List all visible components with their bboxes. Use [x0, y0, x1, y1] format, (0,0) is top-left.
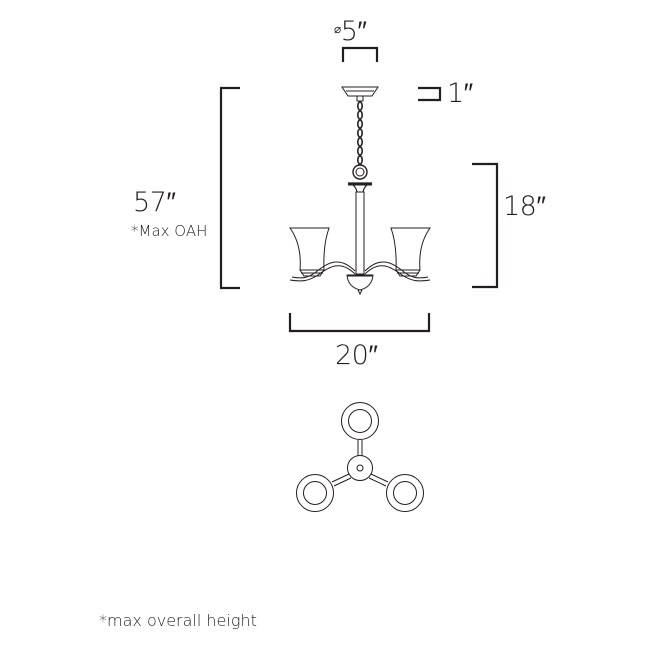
left-shade [289, 227, 330, 271]
canopy-height-bracket [418, 86, 442, 102]
width-bracket [288, 313, 431, 333]
body-height-label: 18″ [503, 191, 546, 222]
overall-height-label: 57″ [133, 187, 176, 218]
canopy-diameter-bracket [341, 46, 379, 62]
right-shade [390, 227, 431, 271]
body-height-bracket [472, 162, 499, 289]
canopy [341, 86, 379, 97]
overall-height-bracket [219, 86, 240, 290]
overall-height-note: *Max OAH [131, 222, 208, 240]
canopy-diameter-label: ⌀5″ [334, 16, 367, 47]
width-label: 20″ [335, 340, 378, 371]
canopy-diameter-value: 5″ [340, 16, 367, 47]
footnote: *max overall height [99, 611, 257, 630]
canopy-height-label: 1″ [447, 78, 473, 109]
diameter-symbol: ⌀ [334, 22, 341, 36]
chandelier-elevation [289, 86, 431, 296]
dimension-brackets [219, 46, 499, 333]
chandelier-plan-view [296, 402, 424, 512]
chain [356, 101, 363, 165]
